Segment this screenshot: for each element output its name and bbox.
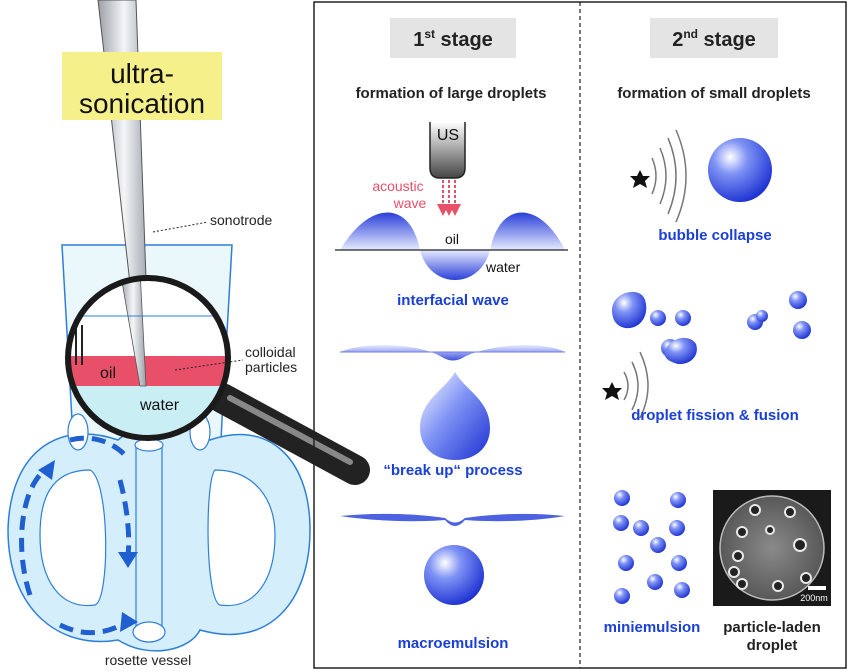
- ultrasonication-label-line1: ultra-: [110, 58, 174, 89]
- colloidal-label-line2: particles: [245, 359, 297, 375]
- us-transducer: US: [429, 122, 466, 216]
- stage2-title-box: [650, 18, 778, 58]
- stage2-panel: 2nd stage formation of small droplets bu…: [602, 18, 831, 654]
- macroemulsion-illustration: [340, 513, 565, 605]
- left-panel: ultra- sonication sonotrode colloidal pa…: [7, 0, 370, 668]
- rosette-vessel-label: rosette vessel: [105, 652, 191, 668]
- sonotrode-label: sonotrode: [210, 212, 272, 228]
- stage1-subtitle: formation of large droplets: [356, 85, 547, 102]
- caption-particle-laden-line2: droplet: [747, 637, 798, 654]
- star-icon: [630, 170, 650, 188]
- caption-fission-fusion: droplet fission & fusion: [631, 407, 799, 424]
- stage2-title: 2nd stage: [672, 27, 756, 51]
- water-label: water: [139, 397, 180, 414]
- caption-miniemulsion: miniemulsion: [604, 619, 701, 636]
- caption-macroemulsion: macroemulsion: [398, 635, 509, 652]
- ultrasonication-highlight: [62, 52, 222, 120]
- bubble-collapse-illustration: [630, 129, 772, 223]
- stage1-panel: 1st stage formation of large droplets US…: [335, 18, 568, 652]
- oil-label: oil: [100, 365, 116, 382]
- interfacial-wave: [335, 212, 568, 280]
- miniemulsion-illustration: [613, 490, 690, 604]
- breakup-illustration: [340, 345, 565, 460]
- caption-break-up: “break up“ process: [383, 462, 522, 479]
- stage1-title: 1st stage: [413, 27, 493, 51]
- interfacial-water-label: water: [485, 259, 521, 275]
- interfacial-oil-label: oil: [445, 231, 459, 247]
- fission-fusion-illustration: [602, 291, 811, 419]
- ultrasonication-label-line2: sonication: [79, 88, 205, 119]
- sem-image: 200nm: [713, 490, 831, 606]
- caption-particle-laden-line1: particle-laden: [723, 619, 821, 636]
- scale-bar-label: 200nm: [800, 593, 828, 603]
- caption-bubble-collapse: bubble collapse: [658, 227, 771, 244]
- star-icon: [602, 382, 622, 400]
- us-label: US: [437, 127, 459, 144]
- acoustic-wave-label-line1: acoustic: [372, 178, 423, 194]
- stage1-title-box: [390, 18, 516, 58]
- colloidal-label-line1: colloidal: [245, 344, 296, 360]
- stage2-subtitle: formation of small droplets: [617, 85, 810, 102]
- caption-interfacial-wave: interfacial wave: [397, 292, 509, 309]
- acoustic-wave-label-line2: wave: [393, 195, 427, 211]
